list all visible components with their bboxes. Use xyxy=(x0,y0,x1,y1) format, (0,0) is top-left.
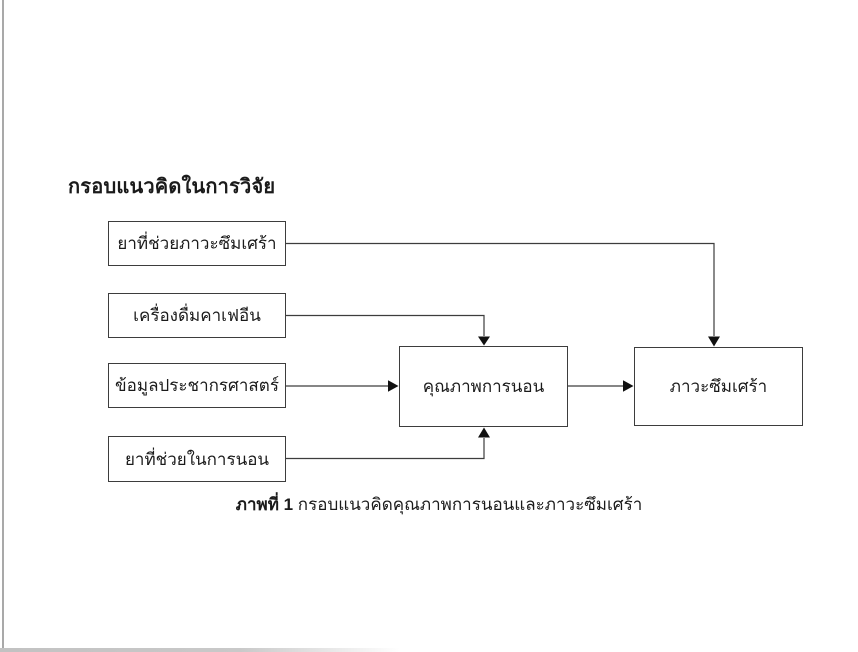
arrowhead-down-into-depression xyxy=(708,336,720,347)
page-left-edge-line xyxy=(2,0,4,652)
node-demographic-data-label: ข้อมูลประชากรศาสตร์ xyxy=(115,376,279,395)
arrowhead-right-into-depression xyxy=(623,380,634,392)
section-heading: กรอบแนวคิดในการวิจัย xyxy=(68,176,276,198)
node-antidepressant-med: ยาที่ช่วยภาวะซึมเศร้า xyxy=(108,221,286,266)
node-depression: ภาวะซึมเศร้า xyxy=(634,347,803,426)
arrowhead-right-into-sleepquality xyxy=(388,380,399,392)
node-sleep-quality-label: คุณภาพการนอน xyxy=(422,377,545,396)
node-caffeine-drinks-label: เครื่องดื่มคาเฟอีน xyxy=(133,306,261,325)
arrowhead-down-into-sleepquality xyxy=(478,336,490,346)
figure-caption-text: กรอบแนวคิดคุณภาพการนอนและภาวะซึมเศร้า xyxy=(293,495,643,514)
figure-caption-number: ภาพที่ 1 xyxy=(235,495,294,514)
edge-antidepressant-to-depression-line xyxy=(286,242,715,336)
edge-caffeine-to-sleepquality-line xyxy=(286,314,485,336)
figure-caption: ภาพที่ 1 กรอบแนวคิดคุณภาพการนอนและภาวะซึ… xyxy=(236,491,643,518)
edge-sleepaid-to-sleepquality-line xyxy=(286,438,485,460)
node-sleep-quality: คุณภาพการนอน xyxy=(399,346,568,427)
node-demographic-data: ข้อมูลประชากรศาสตร์ xyxy=(108,363,286,408)
node-sleep-aid-med: ยาที่ช่วยในการนอน xyxy=(108,436,286,482)
arrowhead-up-into-sleepquality xyxy=(478,427,490,438)
node-caffeine-drinks: เครื่องดื่มคาเฟอีน xyxy=(108,293,286,338)
page-bottom-edge-line xyxy=(0,648,400,652)
node-depression-label: ภาวะซึมเศร้า xyxy=(669,377,768,396)
node-antidepressant-med-label: ยาที่ช่วยภาวะซึมเศร้า xyxy=(117,234,277,253)
node-sleep-aid-med-label: ยาที่ช่วยในการนอน xyxy=(124,449,270,469)
